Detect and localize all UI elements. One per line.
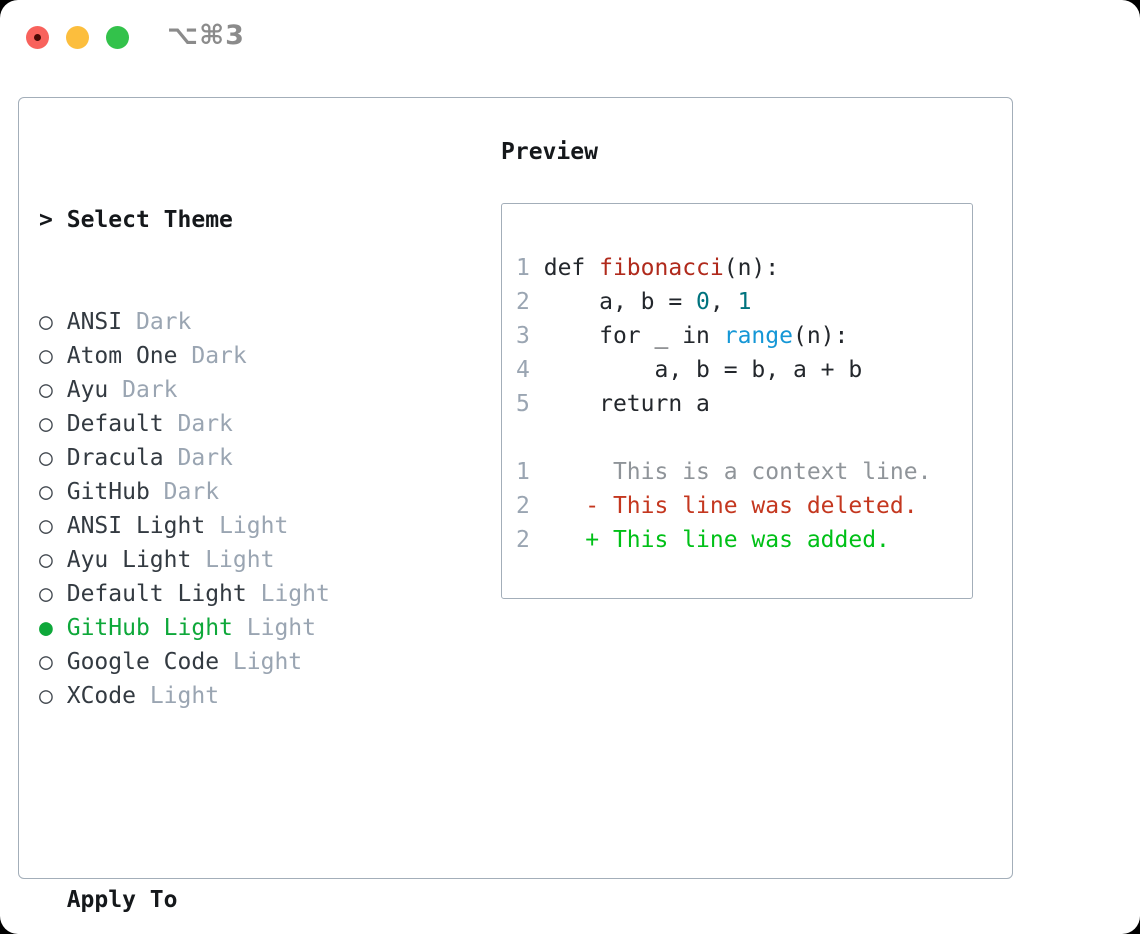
radio-unselected-icon: ○ xyxy=(39,479,53,505)
line-number: 5 xyxy=(516,391,530,417)
preview-code-line: 4 a, b = b, a + b xyxy=(516,357,863,383)
window-title: ⌥⌘3 xyxy=(167,20,245,51)
preview-section: Preview 1 def fibonacci(n): 2 a, b = 0, 1… xyxy=(501,135,973,599)
theme-selector: > Select Theme ○ ANSI Dark○ Atom One Dar… xyxy=(39,135,475,934)
preview-code-line: 2 a, b = 0, 1 xyxy=(516,289,752,315)
radio-unselected-icon: ○ xyxy=(39,411,53,437)
option-label: Google Code xyxy=(66,649,220,675)
option-label: Atom One xyxy=(66,343,178,369)
line-number: 3 xyxy=(516,323,530,349)
radio-unselected-icon: ○ xyxy=(39,547,53,573)
apply-to-label: Apply To xyxy=(66,887,178,913)
preview-box: 1 def fibonacci(n): 2 a, b = 0, 1 3 for _ … xyxy=(501,203,973,599)
radio-unselected-icon: ○ xyxy=(39,683,53,709)
theme-option[interactable]: ○ GitHub Dark xyxy=(39,475,475,509)
line-number: 1 xyxy=(516,255,530,281)
option-label: Ayu xyxy=(66,377,109,403)
option-variant-label: Dark xyxy=(135,309,192,335)
preview-code-line: 3 for _ in range(n): xyxy=(516,323,849,349)
option-variant-label: Dark xyxy=(163,479,220,505)
option-label: GitHub xyxy=(66,479,150,505)
option-variant-label: Dark xyxy=(177,445,233,471)
traffic-lights xyxy=(26,26,129,49)
preview-code-line: 5 return a xyxy=(516,391,710,417)
theme-option[interactable]: ○ ANSI Light Light xyxy=(39,509,475,543)
option-label: Default xyxy=(66,411,164,437)
theme-option[interactable]: ○ Default Dark xyxy=(39,407,475,441)
preview-diff-line: 2 + This line was added. xyxy=(516,527,890,553)
option-label: Ayu Light xyxy=(66,547,192,573)
close-dot-icon xyxy=(34,34,41,41)
preview-diff-line: 2 - This line was deleted. xyxy=(516,493,918,519)
spacer xyxy=(39,781,475,815)
select-theme-label: Select Theme xyxy=(66,207,233,233)
option-variant-label: Light xyxy=(205,547,275,573)
line-number: 2 xyxy=(516,493,530,519)
option-label: GitHub Light xyxy=(66,615,233,641)
option-variant-label: Light xyxy=(232,649,303,675)
option-label: ANSI Light xyxy=(66,513,206,539)
line-number: 1 xyxy=(516,459,530,485)
zoom-button[interactable] xyxy=(106,26,129,49)
theme-option[interactable]: ● GitHub Light Light xyxy=(39,611,475,645)
line-number: 4 xyxy=(516,357,530,383)
radio-selected-icon: ● xyxy=(39,615,53,641)
minimize-button[interactable] xyxy=(66,26,89,49)
theme-option[interactable]: ○ XCode Light xyxy=(39,679,475,713)
close-button[interactable] xyxy=(26,26,49,49)
radio-unselected-icon: ○ xyxy=(39,377,53,403)
theme-option[interactable]: ○ Default Light Light xyxy=(39,577,475,611)
theme-option[interactable]: ○ Atom One Dark xyxy=(39,339,475,373)
theme-option[interactable]: ○ Ayu Dark xyxy=(39,373,475,407)
option-label: Dracula xyxy=(66,445,164,471)
option-label: Default Light xyxy=(66,581,247,607)
select-theme-header: > Select Theme xyxy=(39,203,475,237)
option-variant-label: Light xyxy=(260,581,330,607)
option-variant-label: Light xyxy=(219,513,289,539)
option-label: ANSI xyxy=(66,309,123,335)
radio-unselected-icon: ○ xyxy=(39,513,53,539)
option-label: XCode xyxy=(66,683,136,709)
theme-option[interactable]: ○ ANSI Dark xyxy=(39,305,475,339)
preview-label: Preview xyxy=(501,139,598,165)
line-number: 2 xyxy=(516,289,530,315)
line-number: 2 xyxy=(516,527,530,553)
theme-option[interactable]: ○ Ayu Light Light xyxy=(39,543,475,577)
selection-cursor-icon: > xyxy=(39,207,53,233)
option-variant-label: Light xyxy=(246,615,316,641)
preview-diff-line: 1 This is a context line. xyxy=(516,459,932,485)
radio-unselected-icon: ○ xyxy=(39,649,53,675)
preview-code-line: 1 def fibonacci(n): xyxy=(516,255,780,281)
radio-unselected-icon: ○ xyxy=(39,445,53,471)
radio-unselected-icon: ○ xyxy=(39,581,53,607)
option-variant-label: Light xyxy=(149,683,220,709)
apply-to-header: Apply To xyxy=(39,883,475,917)
titlebar: ⌥⌘3 xyxy=(0,0,1140,78)
option-variant-label: Dark xyxy=(191,343,247,369)
main-panel: > Select Theme ○ ANSI Dark○ Atom One Dar… xyxy=(18,97,1013,913)
radio-unselected-icon: ○ xyxy=(39,309,53,335)
radio-unselected-icon: ○ xyxy=(39,343,53,369)
theme-option[interactable]: ○ Dracula Dark xyxy=(39,441,475,475)
theme-option[interactable]: ○ Google Code Light xyxy=(39,645,475,679)
theme-list: ○ ANSI Dark○ Atom One Dark○ Ayu Dark○ De… xyxy=(39,305,475,713)
option-variant-label: Dark xyxy=(177,411,233,437)
preview-blank-line xyxy=(516,421,972,455)
option-variant-label: Dark xyxy=(122,377,178,403)
